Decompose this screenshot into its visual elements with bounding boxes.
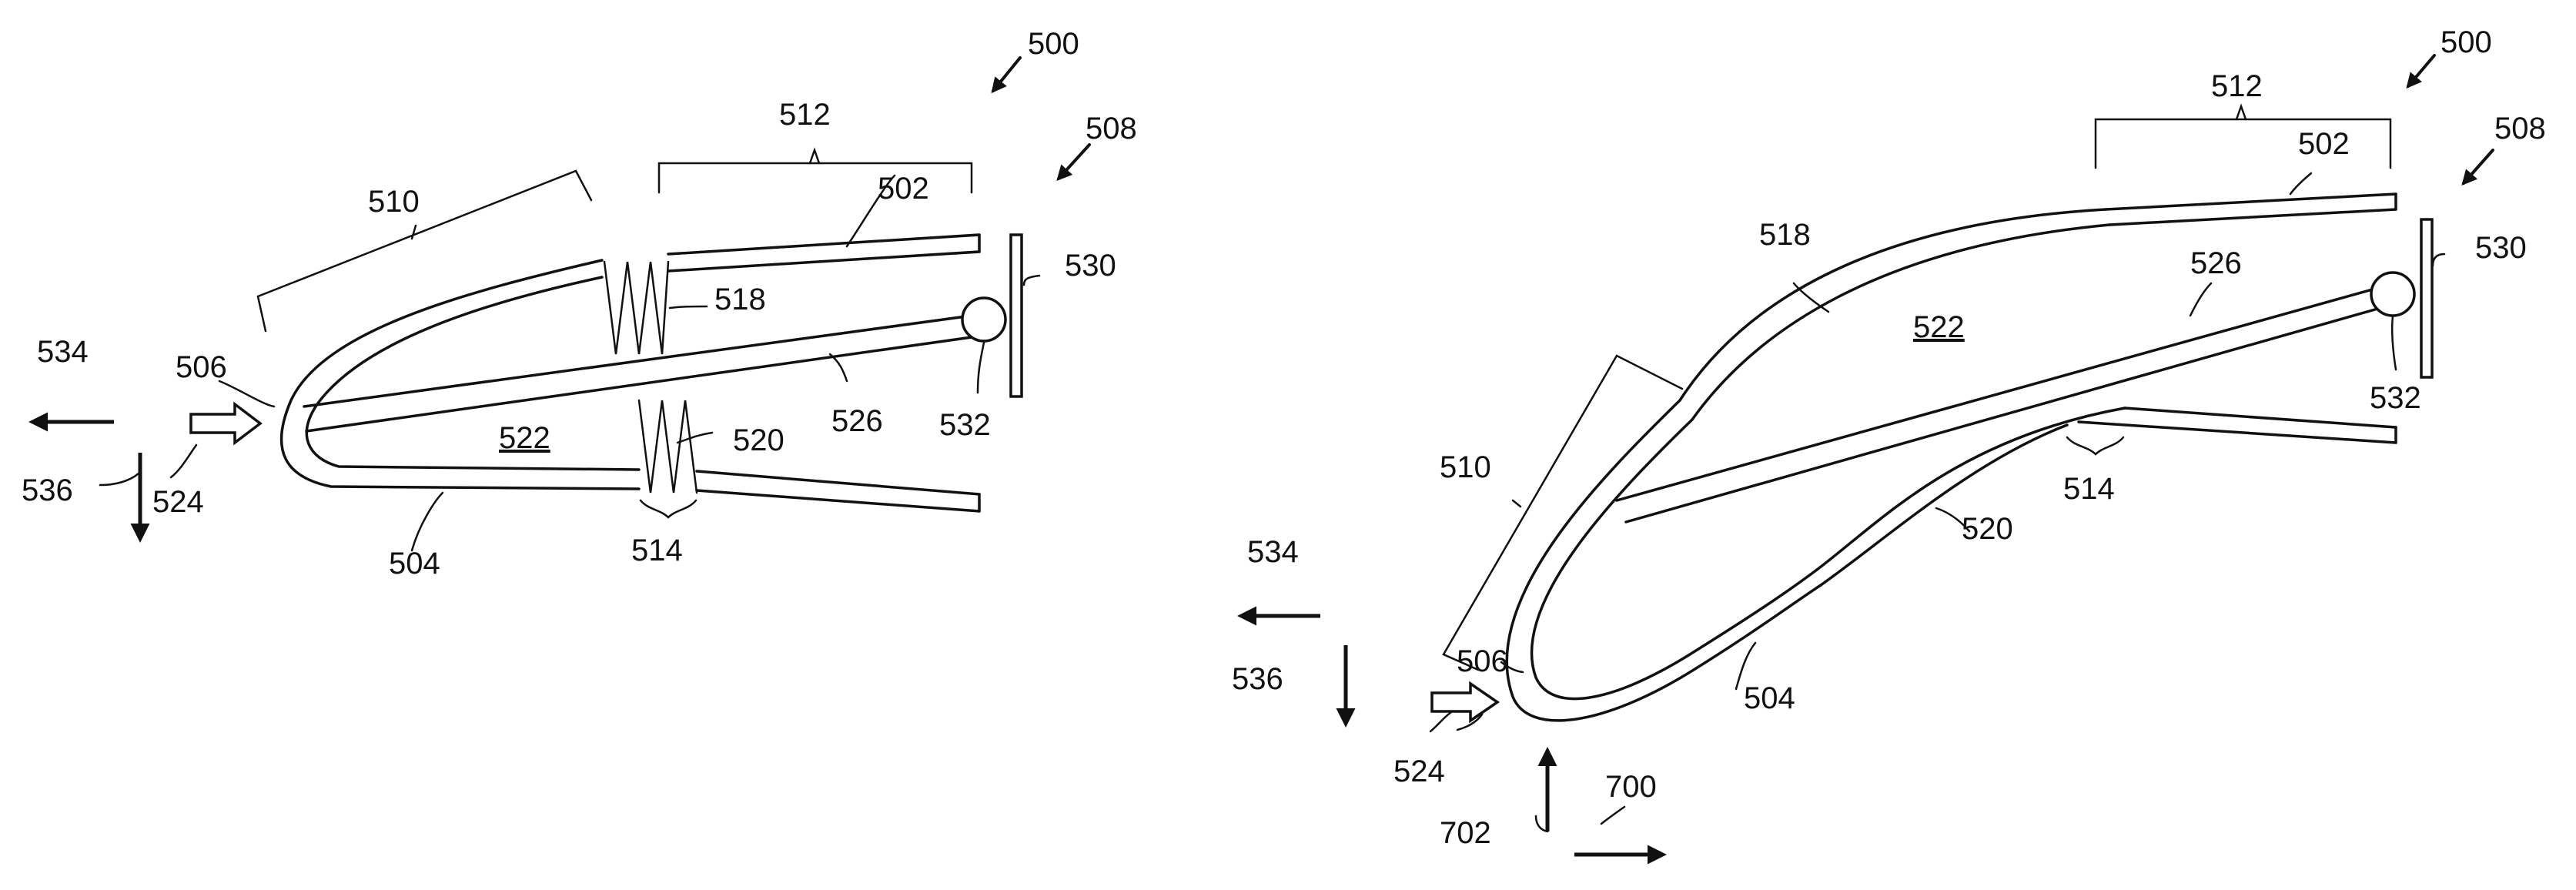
- label-504: 504: [1744, 681, 1795, 715]
- label-518: 518: [714, 283, 766, 316]
- label-530: 530: [1065, 249, 1116, 283]
- label-524: 524: [152, 485, 204, 519]
- mount-plate-530: [1009, 233, 1023, 398]
- arrow-508-right: [2461, 149, 2494, 186]
- label-510: 510: [368, 185, 420, 219]
- bracket-514: [2066, 436, 2125, 456]
- label-512: 512: [2211, 69, 2263, 103]
- label-518: 518: [1759, 218, 1811, 252]
- label-506: 506: [176, 350, 227, 384]
- upper-skin-502: [2104, 192, 2397, 226]
- label-532: 532: [939, 408, 991, 442]
- label-508: 508: [2494, 112, 2546, 146]
- leader-lines-right: [1429, 172, 2446, 833]
- bracket-514: [639, 499, 698, 519]
- bracket-510: [256, 169, 593, 333]
- label-702: 702: [1440, 816, 1491, 850]
- lower-skin-520: [1815, 407, 2397, 587]
- arrow-508-left: [1056, 143, 1091, 181]
- label-524: 524: [1393, 754, 1445, 788]
- label-514: 514: [631, 534, 683, 567]
- actuator-rod-526: [303, 314, 973, 433]
- right-figure: 500 512 508 502 518 530 526 522 532 514 …: [1232, 25, 2546, 865]
- pivot-joint-532: [961, 296, 1007, 343]
- upper-bellows-518: [603, 260, 670, 355]
- label-526: 526: [831, 404, 883, 438]
- mount-plate-530: [2420, 218, 2434, 379]
- bracket-510: [1442, 354, 1684, 671]
- leading-edge-skin-504: [279, 259, 641, 490]
- hollow-arrow-524-right: [1430, 681, 1500, 724]
- upper-skin-502: [667, 233, 981, 273]
- label-522: 522: [1913, 310, 1965, 344]
- lower-bellows-520: [637, 399, 698, 494]
- leading-edge-skin-504: [1505, 399, 1822, 722]
- label-520: 520: [1962, 512, 2013, 546]
- label-504: 504: [389, 547, 440, 581]
- label-502: 502: [2298, 127, 2350, 161]
- label-530: 530: [2475, 231, 2527, 265]
- arrow-500-right: [2406, 54, 2436, 89]
- label-500: 500: [2441, 25, 2492, 59]
- pivot-joint-532: [2370, 271, 2416, 317]
- label-534: 534: [1247, 535, 1299, 569]
- left-figure: 500 508 512 510 502 530 518 506 534 522 …: [22, 27, 1137, 581]
- label-500: 500: [1028, 27, 1079, 61]
- lower-skin-right: [695, 470, 981, 513]
- label-514: 514: [2063, 472, 2115, 506]
- label-510: 510: [1440, 450, 1491, 484]
- actuator-rod-526: [1615, 287, 2382, 524]
- label-536: 536: [22, 473, 73, 507]
- upper-skin-518: [1678, 208, 2111, 421]
- label-700: 700: [1605, 770, 1657, 804]
- label-520: 520: [733, 423, 785, 457]
- label-502: 502: [878, 172, 929, 206]
- label-534: 534: [37, 335, 89, 369]
- label-522: 522: [499, 421, 550, 455]
- hollow-arrow-524-left: [189, 401, 263, 446]
- bracket-512: [2094, 103, 2392, 169]
- label-506: 506: [1457, 644, 1508, 678]
- arrow-500-left: [991, 56, 1022, 94]
- label-526: 526: [2190, 246, 2242, 280]
- label-508: 508: [1086, 112, 1137, 146]
- label-536: 536: [1232, 662, 1283, 696]
- bracket-512: [657, 147, 973, 194]
- label-532: 532: [2370, 381, 2421, 415]
- leader-lines-left: [99, 174, 1041, 552]
- label-512: 512: [779, 98, 831, 132]
